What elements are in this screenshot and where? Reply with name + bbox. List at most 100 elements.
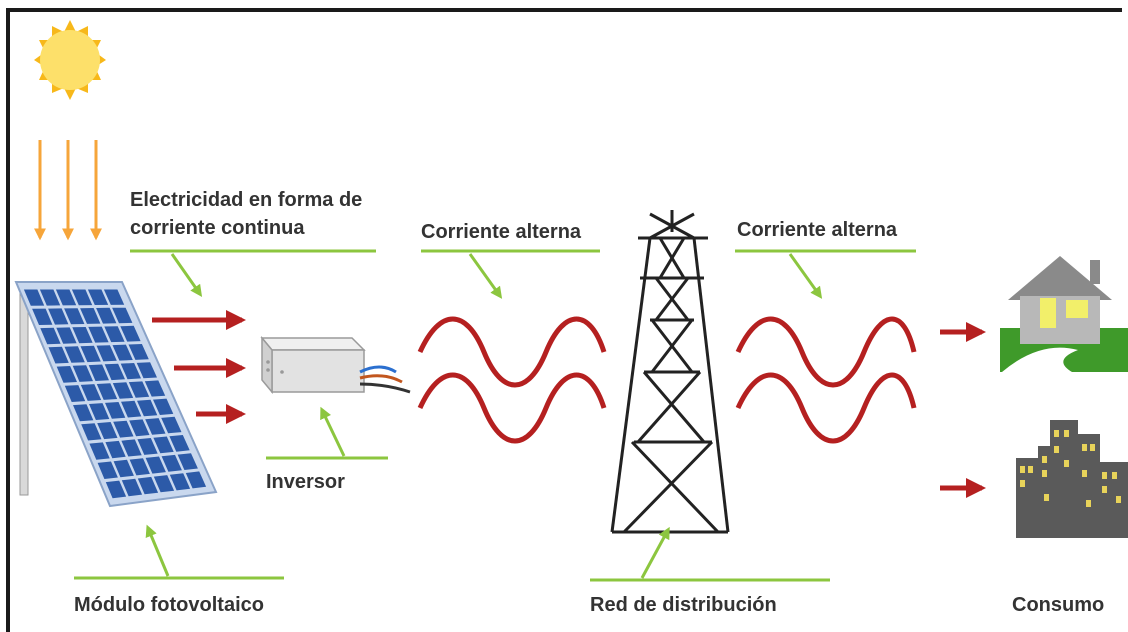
ac-right-callout [735,249,916,299]
city-window [1116,496,1121,503]
transmission-tower [610,210,730,534]
label-ac-left: Corriente alterna [421,221,582,243]
panel-cell [136,362,157,379]
panel-cell [137,476,159,495]
dc-callout [130,249,376,297]
panel-cell [128,344,149,360]
city-window [1020,480,1025,487]
city-window [1086,500,1091,507]
panel-leg [19,284,29,496]
panel-cell [104,326,125,343]
panel-cells [23,289,207,499]
house-icon [1000,256,1128,372]
panel-cell [80,308,101,324]
panel-cell [48,346,69,364]
panel-cell [105,440,126,459]
city-window [1090,444,1095,451]
panel-cell [71,289,93,306]
panel-cell [121,439,142,457]
panel-cell [96,307,117,324]
city-window [1054,446,1059,453]
city-window [1054,430,1059,437]
grid-callout [590,526,830,582]
panel-cell [96,383,118,400]
panel-cell [153,436,174,454]
panel-cell [145,418,166,435]
panel-cell [105,480,127,499]
panel-cell [56,327,77,344]
panel-cell [55,289,77,306]
panel-cell [56,366,77,383]
panel-cell [96,345,117,362]
panel-cell [97,422,118,440]
panel-cell [177,453,198,470]
panel-cell [112,307,133,324]
panel-cell [72,327,93,344]
label-ac-right: Corriente alterna [737,219,898,241]
label-grid: Red de distribución [590,594,777,616]
city-window [1102,486,1107,493]
panel-cell [81,423,102,441]
panel-cell [89,403,110,420]
sunlight-arrows [34,140,102,241]
label-module: Módulo fotovoltaico [74,594,264,616]
panel-cell [64,308,85,325]
panel-cell [64,385,86,402]
panel-cell [121,478,143,497]
panel-cell [88,326,109,343]
panel-cell [39,289,61,306]
panel-cell [32,308,53,325]
frame-border [6,8,1122,632]
panel-cell [105,402,126,419]
panel-cell [161,454,182,472]
panel-cell [128,381,150,398]
panel-cell [129,419,150,437]
city-windows [1020,430,1121,507]
panel-cell [112,344,133,361]
panel-cell [40,327,61,345]
panel-cell [72,365,93,382]
panel-cell [48,308,69,325]
panel-cell [120,363,141,380]
inverter-callout [266,406,388,460]
panel-cell [112,382,134,399]
panel-cell [80,345,101,363]
panel-cell [113,420,134,438]
module-callout [74,524,284,580]
sun-icon [34,20,106,100]
city-window [1064,460,1069,467]
ac-left-callout [421,249,600,299]
panel-cell [145,456,166,474]
label-dc-line2: corriente continua [130,217,305,239]
ac-wave-right [735,316,917,444]
city-window [1042,470,1047,477]
city-window [1044,494,1049,501]
panel-cell [23,289,45,306]
dc-flow-arrows [152,310,246,424]
panel-cell [104,363,125,381]
city-window [1064,430,1069,437]
city-window [1082,444,1087,451]
panel-cell [73,404,94,422]
city-window [1112,472,1117,479]
panel-cell [97,461,118,479]
panel-cell [185,471,207,489]
panel-cell [169,435,190,452]
city-icon [1016,420,1128,538]
panel-cell [144,380,166,397]
solar-panel [14,281,218,508]
label-dc-line1: Electricidad en forma de [130,189,362,211]
label-consumption: Consumo [1012,594,1104,616]
panel-cell [87,289,109,305]
city-window [1028,466,1033,473]
panel-cell [80,384,102,401]
panel-cell [120,325,141,342]
city-window [1102,472,1107,479]
inverter-box [260,335,411,395]
panel-cell [153,398,174,415]
ac-wave-left [417,316,607,444]
panel-cell [153,475,175,493]
city-window [1020,466,1025,473]
panel-cell [88,364,109,381]
